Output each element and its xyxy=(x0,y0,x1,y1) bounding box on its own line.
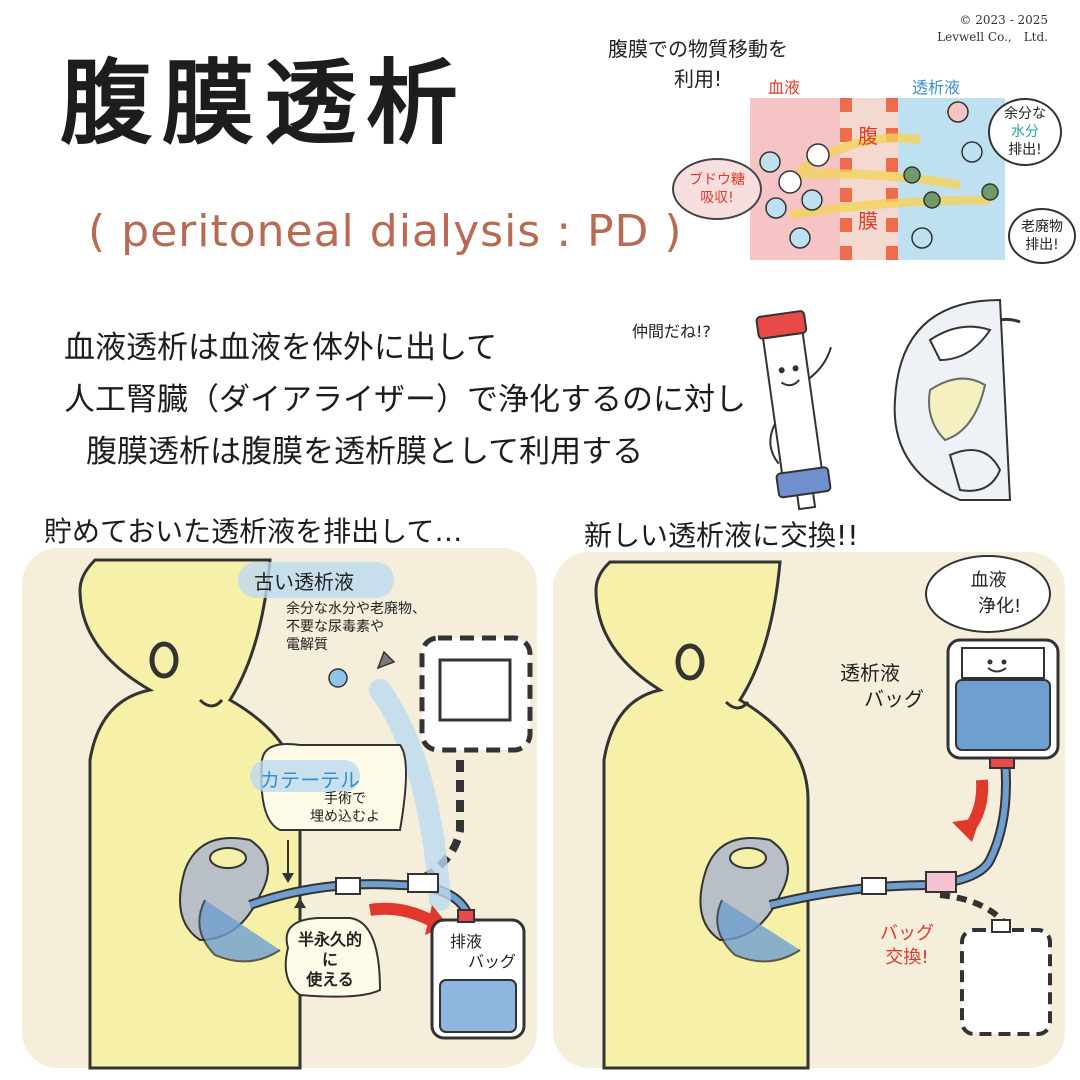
catheter-title: カテーテル xyxy=(260,768,360,792)
old-fluid-title: 古い透析液 xyxy=(254,570,354,594)
glucose-bubble: ブドウ糖 吸収! xyxy=(672,158,762,220)
copyright: © 2023 - 2025 Levwell Co., Ltd. xyxy=(937,12,1048,46)
catheter-line1: 手術で xyxy=(324,791,366,807)
panel-left-caption: 貯めておいた透析液を排出して… xyxy=(44,515,463,548)
membrane-char-2: 膜 xyxy=(858,209,878,233)
water-bubble-line3: 排出! xyxy=(1008,142,1042,158)
catheter-line2: 埋め込むよ xyxy=(310,809,380,825)
page-title: 腹膜透析 xyxy=(60,50,469,157)
water-bubble: 余分な 水分 排出! xyxy=(988,98,1062,166)
fresh-bag-line1: 透析液 xyxy=(840,661,900,685)
drain-bag-line2: バッグ xyxy=(468,952,517,971)
old-fluid-line3: 電解質 xyxy=(286,637,328,653)
purify-bubble xyxy=(925,555,1051,633)
purify-line2: 浄化! xyxy=(978,596,1022,617)
abdomen-cross-section xyxy=(893,298,1021,501)
description-line2: 人工腎臓（ダイアライザー）で浄化するのに対し xyxy=(64,382,746,418)
empty-drain-bag xyxy=(960,928,1052,1036)
waste-bubble: 老廃物 排出! xyxy=(1008,208,1076,264)
page-subtitle: ( peritoneal dialysis : PD ) xyxy=(88,206,683,257)
old-fluid-desc: 余分な水分や老廃物、 不要な尿毒素や 電解質 xyxy=(286,600,426,654)
permanent-label: 半永久的 に 使える xyxy=(298,930,362,990)
water-bubble-line1: 余分な xyxy=(1004,106,1046,122)
fresh-bag-line2: バッグ xyxy=(864,687,924,711)
exchange-line1: バッグ xyxy=(880,923,934,944)
catheter-desc: 手術で 埋め込むよ xyxy=(310,790,380,826)
copyright-years: © 2023 - 2025 xyxy=(959,13,1048,27)
waste-bubble-line1: 老廃物 xyxy=(1021,219,1063,235)
particle xyxy=(806,143,830,167)
purify-line1: 血液 xyxy=(970,570,1007,591)
fresh-bag-label: 透析液 バッグ xyxy=(840,660,924,712)
dialyzer-character xyxy=(755,310,832,511)
permanent-line1: 半永久的 xyxy=(298,930,363,949)
dialysate-label: 透析液 xyxy=(912,78,961,97)
membrane-note-line1: 腹膜での物質移動を xyxy=(608,37,788,61)
membrane-char-1: 腹 xyxy=(858,124,878,148)
waste-arrow xyxy=(789,195,991,220)
drain-bag-label: 排液 バッグ xyxy=(450,932,516,972)
exchange-line2: 交換! xyxy=(885,947,929,968)
blood-label: 血液 xyxy=(768,78,801,97)
patient-eye-right xyxy=(675,643,705,681)
membrane-note-line2: 利用! xyxy=(673,67,723,91)
patient-body-right xyxy=(594,560,810,1070)
glucose-bubble-text: ブドウ糖 吸収! xyxy=(689,172,745,206)
description-line3: 腹膜透析は腹膜を透析膜として利用する xyxy=(86,434,644,470)
copyright-company: Levwell Co., Ltd. xyxy=(937,30,1048,44)
permanent-line2: に xyxy=(322,950,339,969)
permanent-line3: 使える xyxy=(306,970,354,989)
old-fluid-line1: 余分な水分や老廃物、 xyxy=(286,601,426,617)
drain-bag-line1: 排液 xyxy=(450,932,483,951)
description: 血液透析は血液を体外に出して 人工腎臓（ダイアライザー）で浄化するのに対し 腹膜… xyxy=(64,322,746,478)
membrane-note: 腹膜での物質移動を 利用! xyxy=(568,34,828,94)
description-line1: 血液透析は血液を体外に出して xyxy=(64,330,498,366)
dialyzer-speech: 仲間だね!? xyxy=(632,322,711,341)
water-bubble-line2: 水分 xyxy=(1011,124,1039,140)
panel-right-caption: 新しい透析液に交換!! xyxy=(584,519,859,552)
exchange-label: バッグ 交換! xyxy=(880,922,934,970)
patient-eye-left xyxy=(149,641,179,679)
purify-text: 血液 浄化! xyxy=(956,568,1022,620)
water-arrow xyxy=(789,169,961,190)
waste-bubble-line2: 排出! xyxy=(1025,237,1059,253)
old-fluid-line2: 不要な尿毒素や xyxy=(286,619,384,635)
